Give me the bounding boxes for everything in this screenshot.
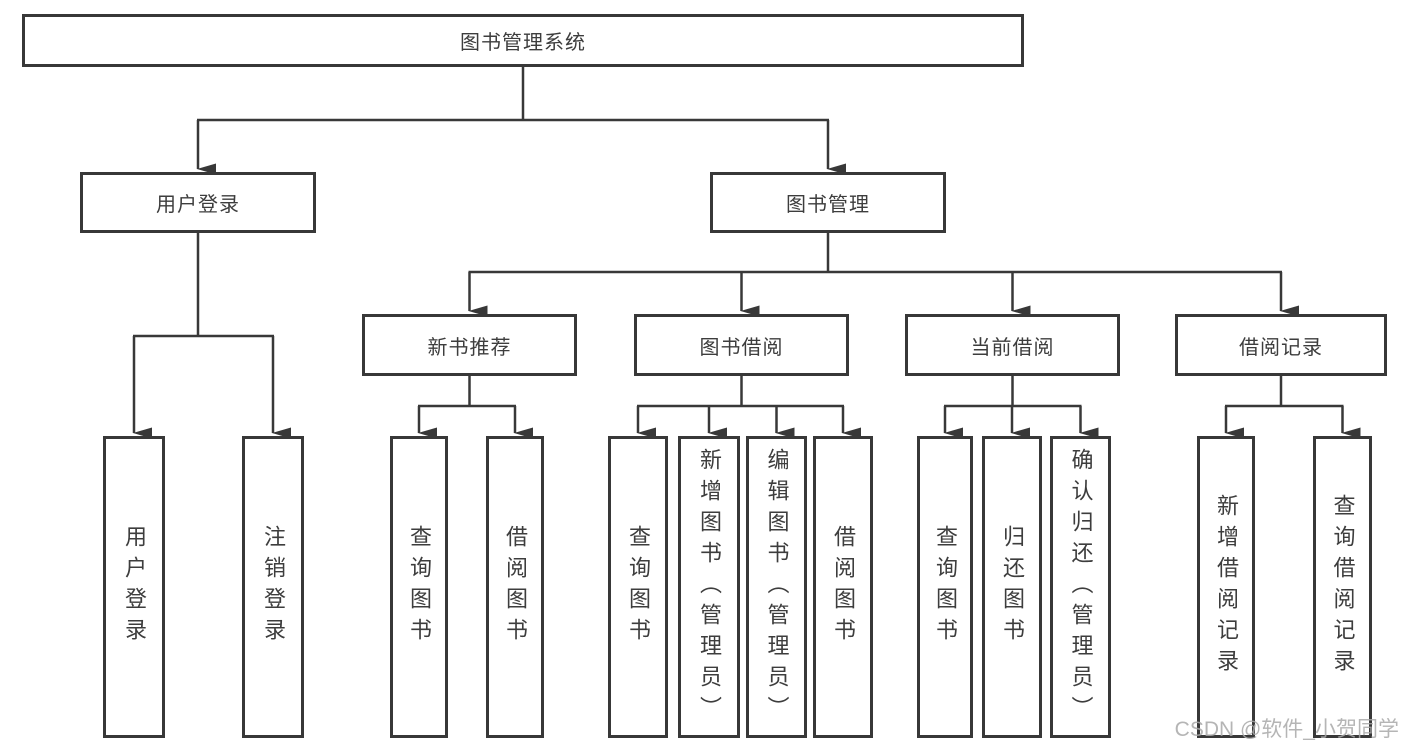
node-logout: 注销登录 (242, 436, 304, 738)
connector-records-to-children (1224, 375, 1361, 439)
node-new-book-recommend: 新书推荐 (362, 314, 577, 376)
node-borrow-query-books-label: 查询图书 (626, 525, 651, 649)
node-new-book-recommend-label: 新书推荐 (427, 336, 512, 359)
node-newbook-borrow-books-label: 借阅图书 (503, 525, 528, 649)
node-current-borrow-label: 当前借阅 (970, 336, 1055, 359)
node-current-borrow: 当前借阅 (905, 314, 1120, 376)
node-current-confirm-return-admin: 确认归还（管理员） (1050, 436, 1111, 738)
connector-current-to-children (943, 375, 1099, 439)
node-book-management-group-label: 图书管理 (786, 194, 870, 216)
node-user-login: 用户登录 (103, 436, 165, 738)
connector-userlogin-to-children (132, 232, 291, 439)
node-book-borrow-label: 图书借阅 (699, 336, 784, 359)
node-current-query-books: 查询图书 (917, 436, 973, 738)
node-logout-label: 注销登录 (261, 525, 286, 649)
node-newbook-borrow-books: 借阅图书 (486, 436, 544, 738)
connector-newbook-to-children (417, 375, 533, 439)
node-borrow-records: 借阅记录 (1175, 314, 1387, 376)
node-library-system: 图书管理系统 (22, 14, 1024, 67)
node-user-login-label: 用户登录 (122, 525, 147, 649)
node-current-return-books: 归还图书 (982, 436, 1042, 738)
node-user-login-group-label: 用户登录 (156, 194, 240, 216)
node-current-query-books-label: 查询图书 (933, 525, 958, 649)
node-borrow-records-label: 借阅记录 (1239, 336, 1323, 359)
node-records-add-record-label: 新增借阅记录 (1214, 494, 1239, 680)
node-borrow-add-books-admin: 新增图书（管理员） (678, 436, 740, 738)
csdn-watermark: CSDN @软件_小贺同学 (1174, 718, 1399, 741)
connector-bookmgmt-to-level3 (468, 232, 1299, 317)
connector-borrow-to-children (636, 375, 861, 439)
connector-root-to-level2 (196, 67, 846, 175)
node-records-query-record-label: 查询借阅记录 (1330, 494, 1356, 680)
node-borrow-edit-books-admin: 编辑图书（管理员） (746, 436, 807, 738)
node-borrow-borrow-books-label: 借阅图书 (831, 525, 856, 649)
node-records-query-record: 查询借阅记录 (1313, 436, 1372, 738)
node-newbook-query-books-label: 查询图书 (407, 525, 432, 649)
node-borrow-add-books-admin-label: 新增图书（管理员） (697, 447, 722, 727)
node-borrow-borrow-books: 借阅图书 (813, 436, 873, 738)
node-current-confirm-return-admin-label: 确认归还（管理员） (1068, 447, 1094, 727)
node-library-system-label: 图书管理系统 (460, 32, 586, 54)
node-book-borrow: 图书借阅 (634, 314, 849, 376)
node-records-add-record: 新增借阅记录 (1197, 436, 1255, 738)
node-book-management-group: 图书管理 (710, 172, 946, 233)
node-current-return-books-label: 归还图书 (1000, 525, 1025, 649)
node-borrow-edit-books-admin-label: 编辑图书（管理员） (764, 447, 790, 727)
node-user-login-group: 用户登录 (80, 172, 316, 233)
node-newbook-query-books: 查询图书 (390, 436, 448, 738)
node-borrow-query-books: 查询图书 (608, 436, 668, 738)
